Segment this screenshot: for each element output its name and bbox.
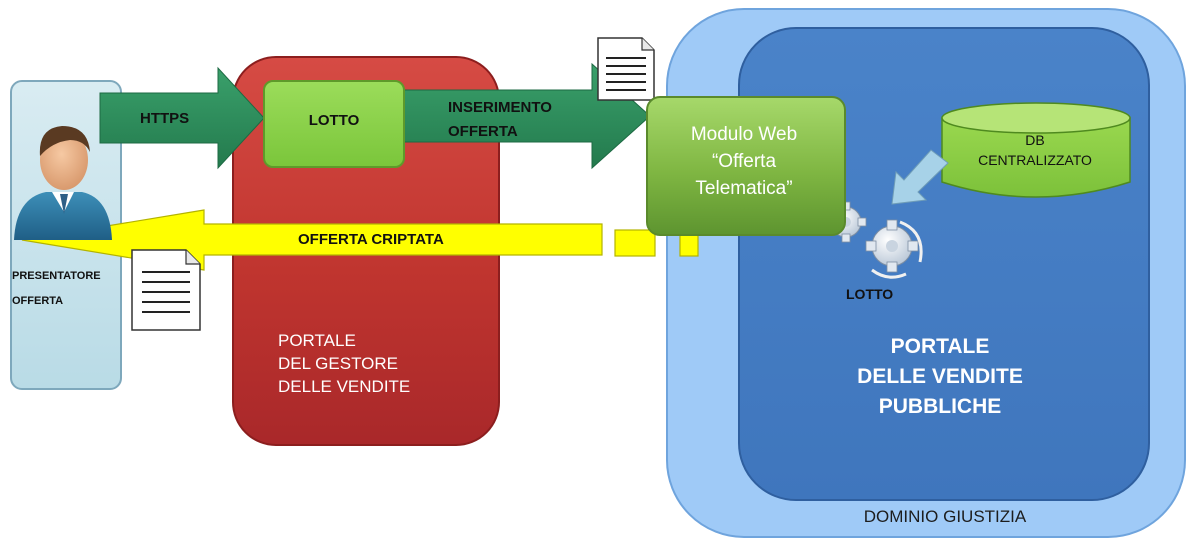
inserimento-arrow (395, 62, 651, 170)
gears-lotto-label: LOTTO (846, 286, 894, 302)
modulo-line-1: Modulo Web (690, 124, 798, 145)
database-icon (941, 102, 1131, 198)
db-label: DB CENTRALIZZATO (945, 130, 1125, 170)
document-icon (131, 249, 201, 331)
document-icon (597, 37, 655, 101)
modulo-web-label: Modulo Web “Offerta Telematica” (650, 121, 838, 202)
db-line-2: CENTRALIZZATO (978, 152, 1092, 168)
presenter-label: PRESENTATORE OFFERTA (12, 264, 122, 314)
gestore-line-3: DELLE VENDITE (278, 377, 411, 396)
inserimento-offerta-label: INSERIMENTO OFFERTA (448, 96, 552, 144)
gestore-line-2: DEL GESTORE (278, 354, 398, 373)
portal-pubbliche-line-2: DELLE VENDITE (857, 365, 1023, 388)
lotto-label: LOTTO (308, 112, 360, 129)
gestore-line-1: PORTALE (278, 331, 356, 350)
inserimento-line-2: OFFERTA (448, 123, 518, 140)
lotto-box (263, 80, 405, 168)
https-arrow (99, 66, 265, 170)
portal-pubbliche-label: PORTALE DELLE VENDITE PUBBLICHE (790, 332, 1090, 422)
inserimento-line-1: INSERIMENTO (448, 99, 552, 116)
modulo-line-3: Telematica” (695, 178, 793, 199)
modulo-web-box (646, 96, 846, 236)
encrypted-packet-1 (614, 229, 656, 257)
gestore-label: PORTALE DEL GESTORE DELLE VENDITE (278, 329, 498, 398)
portal-pubbliche-line-1: PORTALE (890, 335, 990, 358)
offerta-criptata-label: OFFERTA CRIPTATA (298, 231, 444, 248)
db-to-gears-arrow (891, 149, 949, 205)
portal-pubbliche-line-3: PUBBLICHE (878, 395, 1002, 418)
user-avatar-icon (14, 126, 112, 240)
domain-label: DOMINIO GIUSTIZIA (863, 507, 1027, 526)
modulo-line-2: “Offerta (711, 151, 777, 172)
presenter-label-text: PRESENTATORE OFFERTA (12, 270, 101, 307)
https-label: HTTPS (140, 110, 190, 127)
gears-icon (825, 201, 923, 279)
db-line-1: DB (1025, 132, 1045, 148)
